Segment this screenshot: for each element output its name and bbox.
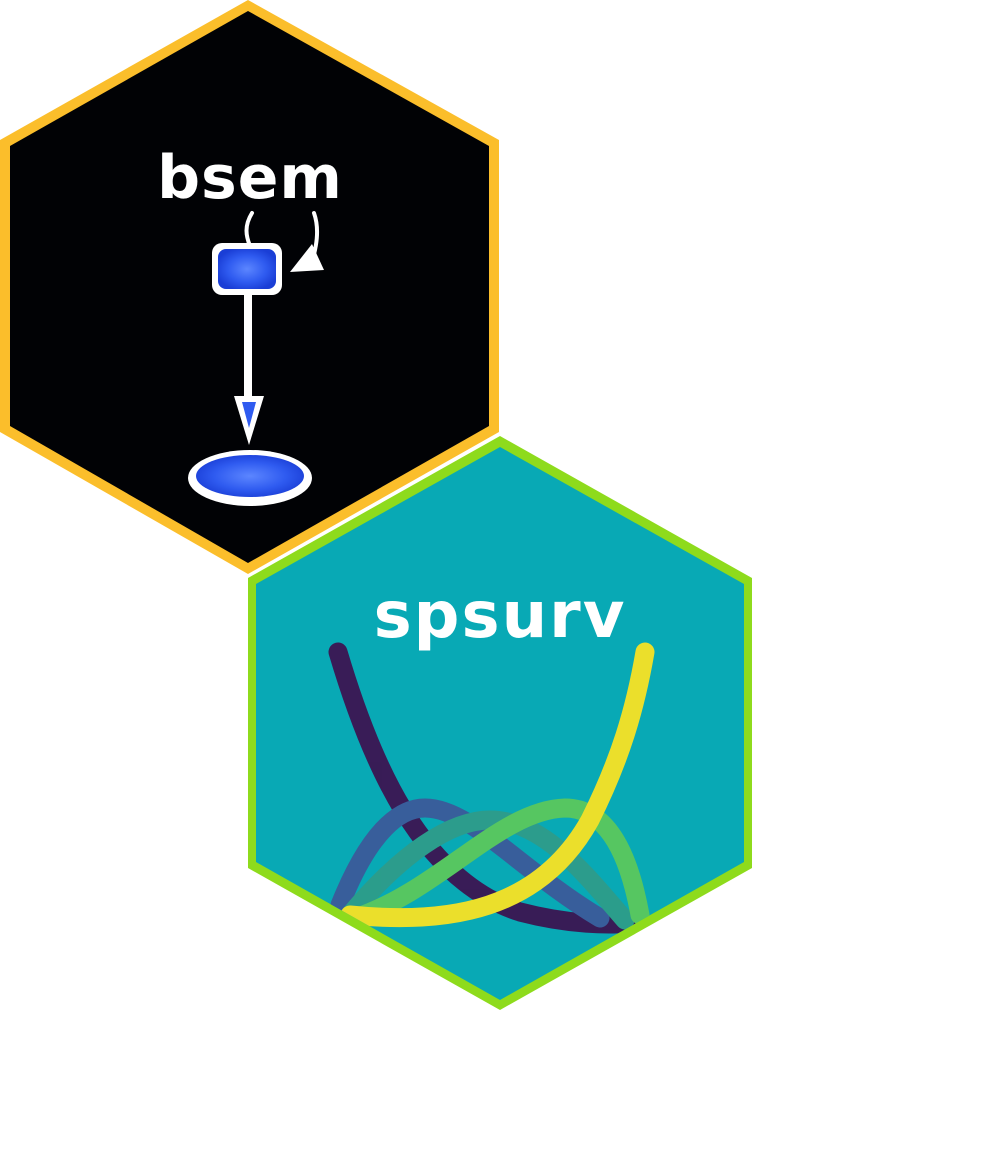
path-diagram-icon [188, 211, 324, 506]
bsem-title: bsem [157, 143, 343, 213]
curve-teal [340, 810, 635, 930]
curve-green [345, 798, 650, 928]
spsurv-sticker: spsurv [248, 436, 752, 1010]
curve-yellow [340, 642, 655, 928]
spsurv-title: spsurv [374, 579, 627, 653]
bsem-sticker: bsem [0, 0, 499, 574]
spsurv-hex-background [256, 447, 744, 1000]
bernstein-curves-icon [328, 642, 655, 934]
